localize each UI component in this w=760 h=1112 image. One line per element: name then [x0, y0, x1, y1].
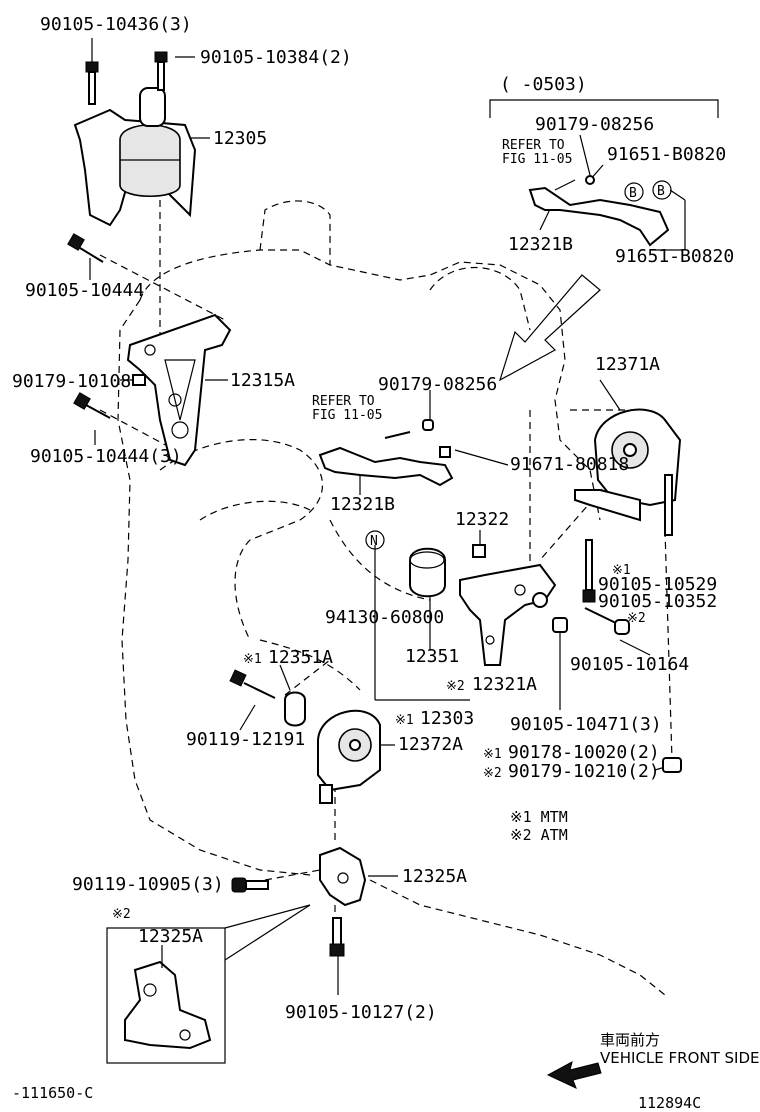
- label-94130-60800: 94130-60800: [325, 607, 444, 628]
- mark-2-a: ※2: [627, 611, 646, 626]
- label-12321b-top: 12321B: [508, 234, 573, 255]
- bracket-12325a: [319, 846, 367, 907]
- label-90119-12191: 90119-12191: [186, 729, 305, 750]
- label-12303: 12303: [420, 708, 474, 729]
- label-refer-mid-2: FIG 11-05: [312, 408, 382, 423]
- engine-mount-12371a: [574, 408, 682, 536]
- label-90105-10444: 90105-10444: [25, 280, 144, 301]
- label-90105-10436: 90105-10436(3): [40, 14, 192, 35]
- bolt-90105-10384-icon: [154, 51, 168, 91]
- circle-b-icon-1: B: [624, 182, 644, 202]
- nut-90179-10210-icon: [662, 757, 682, 773]
- label-12351: 12351: [405, 646, 459, 667]
- bolt-90119-12191-icon: [229, 669, 276, 699]
- label-90105-10471: 90105-10471(3): [510, 714, 662, 735]
- label-12321b-mid: 12321B: [330, 494, 395, 515]
- bolt-90105-10471-icon: [552, 617, 568, 633]
- mark-1-d: ※1: [483, 747, 502, 762]
- nut-90179-10108-icon: [132, 374, 146, 386]
- label-12315a: 12315A: [230, 370, 295, 391]
- label-90105-10529: 90105-10529: [598, 574, 717, 595]
- label-91671-80818: 91671-80818: [510, 454, 629, 475]
- mark-1-a: ※1: [612, 563, 631, 578]
- engine-mount-12305: [73, 87, 197, 227]
- label-90119-10905: 90119-10905(3): [72, 874, 224, 895]
- label-range: ( -0503): [500, 74, 587, 95]
- label-91651-b0820-a: 91651-B0820: [607, 144, 726, 165]
- label-refer-mid-1: REFER TO: [312, 394, 375, 409]
- label-refer-top-2: FIG 11-05: [502, 152, 572, 167]
- label-90179-10108: 90179-10108: [12, 371, 131, 392]
- label-90105-10384: 90105-10384(2): [200, 47, 352, 68]
- label-refer-top-1: REFER TO: [502, 138, 565, 153]
- drawing-code: 112894C: [638, 1094, 701, 1112]
- label-90179-08256-top: 90179-08256: [535, 114, 654, 135]
- engine-outline: [117, 200, 666, 996]
- mark-1-b: ※1: [243, 652, 262, 667]
- bracket-12321b: [318, 419, 454, 487]
- mark-2-inset: ※2: [112, 907, 131, 922]
- bracket-12321a: [459, 544, 557, 666]
- note-atm: ※2 ATM: [510, 826, 568, 844]
- circle-b-letter-2: B: [657, 184, 665, 199]
- bolt-90105-10164-icon: [584, 607, 630, 635]
- label-90105-10352: 90105-10352: [598, 591, 717, 612]
- label-12305: 12305: [213, 128, 267, 149]
- circle-b-icon-2: B: [652, 180, 672, 200]
- atm-inset-box: [106, 904, 311, 1064]
- bolt-90105-10436-icon: [85, 61, 99, 105]
- bracket-12321b-inset: [528, 175, 670, 247]
- label-90179-08256-mid: 90179-08256: [378, 374, 497, 395]
- note-mtm: ※1 MTM: [510, 808, 568, 826]
- label-vehicle-en: VEHICLE FRONT SIDE: [600, 1049, 760, 1067]
- mark-2-b: ※2: [446, 679, 465, 694]
- bolt-90105-10444-icon: [67, 233, 104, 263]
- vehicle-front-arrow-icon: [546, 1061, 602, 1089]
- circle-n-letter: N: [370, 534, 378, 549]
- mark-1-c: ※1: [395, 713, 414, 728]
- circle-n-icon: N: [365, 530, 385, 550]
- label-12325a: 12325A: [402, 866, 467, 887]
- part-labels: 90105-10436(3) 90105-10384(2) 12305 ( -0…: [12, 14, 760, 1112]
- assembly-dashed-lines: [99, 200, 673, 915]
- label-12325a-inset: 12325A: [138, 926, 203, 947]
- figure-code: -111650-C: [12, 1084, 93, 1102]
- bolt-90105-10529-icon: [582, 539, 596, 603]
- label-12322: 12322: [455, 509, 509, 530]
- leader-lines: [89, 38, 719, 995]
- label-12371a: 12371A: [595, 354, 660, 375]
- mark-2-d: ※2: [483, 766, 502, 781]
- label-90179-10210: 90179-10210(2): [508, 761, 660, 782]
- bracket-12315a: [126, 313, 232, 467]
- bolt-90119-10905-icon: [231, 877, 269, 893]
- bolt-90105-10444-3-icon: [73, 392, 111, 419]
- label-91651-b0820-b: 91651-B0820: [615, 246, 734, 267]
- label-12321a: 12321A: [472, 674, 537, 695]
- bolt-90105-10127-icon: [329, 917, 345, 957]
- label-90105-10127: 90105-10127(2): [285, 1002, 437, 1023]
- insulator-12351: [409, 547, 446, 598]
- label-90105-10444-3: 90105-10444(3): [30, 446, 182, 467]
- label-90105-10164: 90105-10164: [570, 654, 689, 675]
- circle-b-letter-1: B: [629, 186, 637, 201]
- assembly-direction-arrow: [498, 274, 601, 382]
- insulator-12351a: [284, 691, 306, 727]
- label-vehicle-jp: 車両前方: [600, 1031, 660, 1049]
- label-12351a: 12351A: [268, 647, 333, 668]
- label-12372a: 12372A: [398, 734, 463, 755]
- engine-mount-12372a: [317, 709, 381, 804]
- label-90178-10020: 90178-10020(2): [508, 742, 660, 763]
